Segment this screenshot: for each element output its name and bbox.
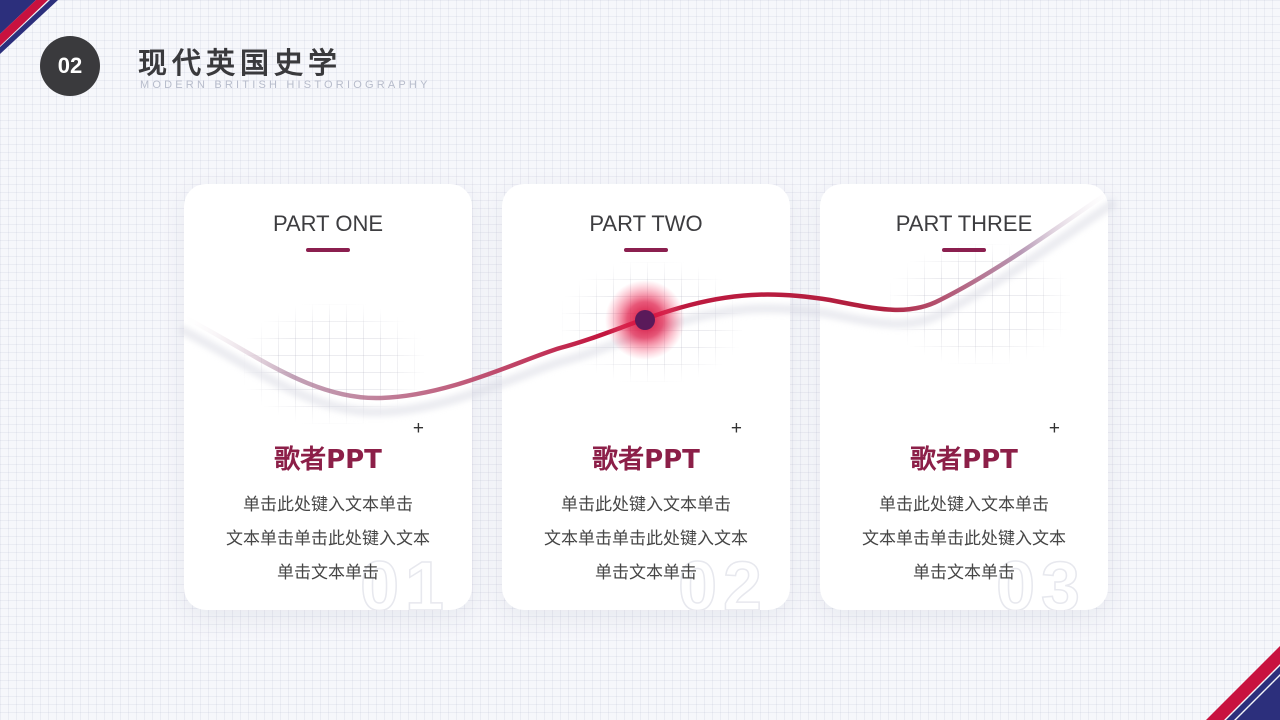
- card-number-watermark: 02: [677, 546, 768, 610]
- card-body-line: 单击此处键入文本单击: [243, 495, 413, 515]
- card-grid-decoration: [890, 244, 1070, 364]
- card-number-watermark: 03: [995, 546, 1086, 610]
- card-body-line: 单击文本单击: [277, 563, 379, 583]
- section-number-badge: 02: [40, 36, 100, 96]
- card-underline: [624, 248, 668, 252]
- corner-stripes-bottom-right: [1190, 630, 1280, 720]
- card-underline: [942, 248, 986, 252]
- card-part-two[interactable]: 02 PART TWO + 歌者PPT 单击此处键入文本单击 文本单击单击此处键…: [502, 184, 790, 610]
- page-title: 现代英国史学: [138, 46, 343, 80]
- card-body-line: 文本单击单击此处键入文本: [544, 529, 748, 549]
- card-body-line: 文本单击单击此处键入文本: [226, 529, 430, 549]
- card-body-text: 单击此处键入文本单击 文本单击单击此处键入文本 单击文本单击: [184, 488, 472, 590]
- card-grid-decoration: [562, 262, 742, 382]
- card-body-text: 单击此处键入文本单击 文本单击单击此处键入文本 单击文本单击: [820, 488, 1108, 590]
- card-body-line: 单击此处键入文本单击: [879, 495, 1049, 515]
- page-subtitle: MODERN BRITISH HISTORIOGRAPHY: [140, 79, 431, 91]
- corner-stripes-top-left: [0, 0, 64, 60]
- card-body-line: 单击文本单击: [595, 563, 697, 583]
- card-grid-decoration: [244, 304, 424, 424]
- card-part-label: PART THREE: [895, 211, 1033, 236]
- plus-icon: +: [730, 418, 742, 439]
- plus-icon: +: [412, 418, 424, 439]
- card-body-text: 单击此处键入文本单击 文本单击单击此处键入文本 单击文本单击: [502, 488, 790, 590]
- card-underline: [306, 248, 350, 252]
- card-part-label: PART TWO: [589, 211, 703, 236]
- card-part-one[interactable]: 01 PART ONE + 歌者PPT 单击此处键入文本单击 文本单击单击此处键…: [184, 184, 472, 610]
- card-body-line: 单击此处键入文本单击: [561, 495, 731, 515]
- card-body-line: 单击文本单击: [913, 563, 1015, 583]
- card-heading: 歌者PPT: [910, 445, 1018, 475]
- card-part-label: PART ONE: [272, 211, 384, 236]
- plus-icon: +: [1048, 418, 1060, 439]
- card-number-watermark: 01: [359, 546, 450, 610]
- card-part-three[interactable]: 03 PART THREE + 歌者PPT 单击此处键入文本单击 文本单击单击此…: [820, 184, 1108, 610]
- card-heading: 歌者PPT: [274, 445, 382, 475]
- card-heading: 歌者PPT: [592, 445, 700, 475]
- card-body-line: 文本单击单击此处键入文本: [862, 529, 1066, 549]
